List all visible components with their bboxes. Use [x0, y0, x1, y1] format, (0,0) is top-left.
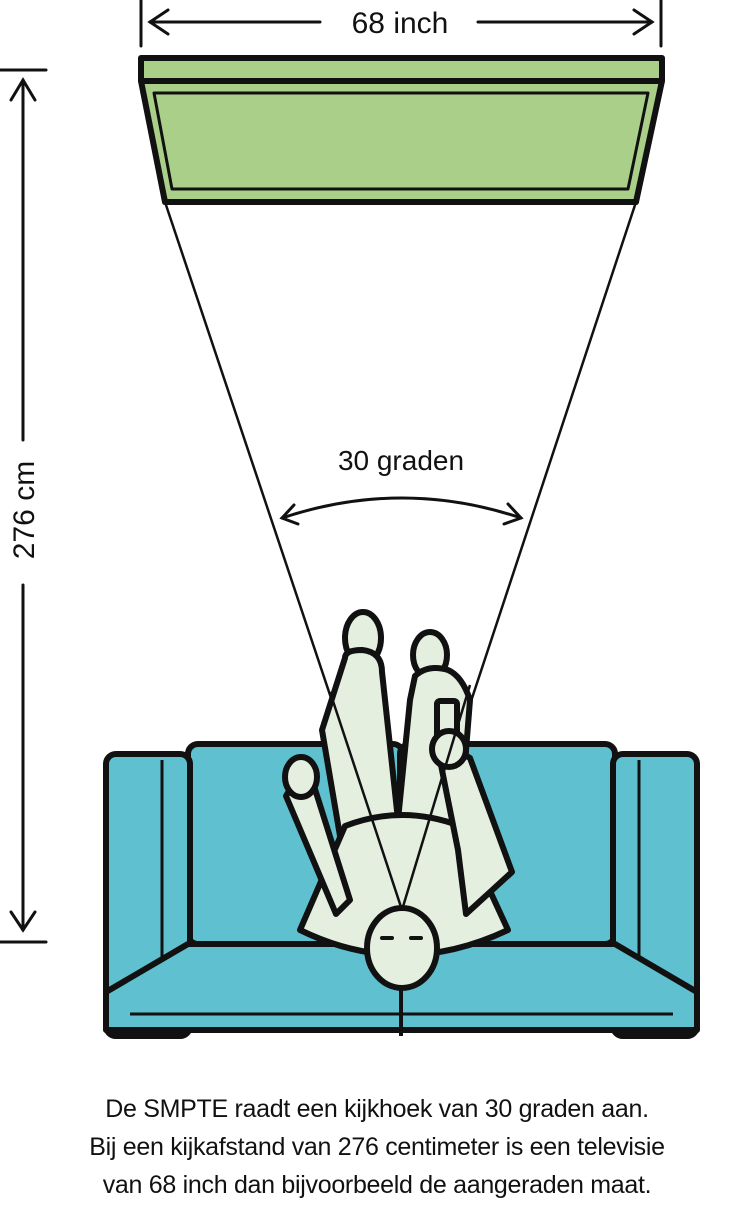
caption: De SMPTE raadt een kijkhoek van 30 grade… [0, 1090, 754, 1204]
angle-arc [279, 496, 524, 526]
angle-label: 30 graden [338, 445, 464, 476]
person-left-hand [282, 754, 320, 800]
person [282, 609, 515, 991]
width-dimension [139, 0, 663, 48]
sight-lines [328, 684, 472, 911]
caption-line-1: De SMPTE raadt een kijkhoek van 30 grade… [105, 1095, 649, 1123]
distance-label: 276 cm [8, 461, 41, 559]
person-left-leg [319, 647, 401, 839]
television [138, 55, 665, 205]
tv-screen [138, 78, 665, 205]
tv-top-edge [138, 55, 665, 84]
distance-dimension [0, 68, 48, 944]
person-head [364, 905, 440, 991]
caption-line-3: van 68 inch dan bijvoorbeeld de aangerad… [102, 1171, 652, 1199]
width-label: 68 inch [352, 7, 449, 40]
tv-screen-inner [152, 91, 650, 191]
person-right-hand [429, 728, 469, 770]
caption-line-2: Bij een kijkafstand van 276 centimeter i… [89, 1133, 665, 1161]
